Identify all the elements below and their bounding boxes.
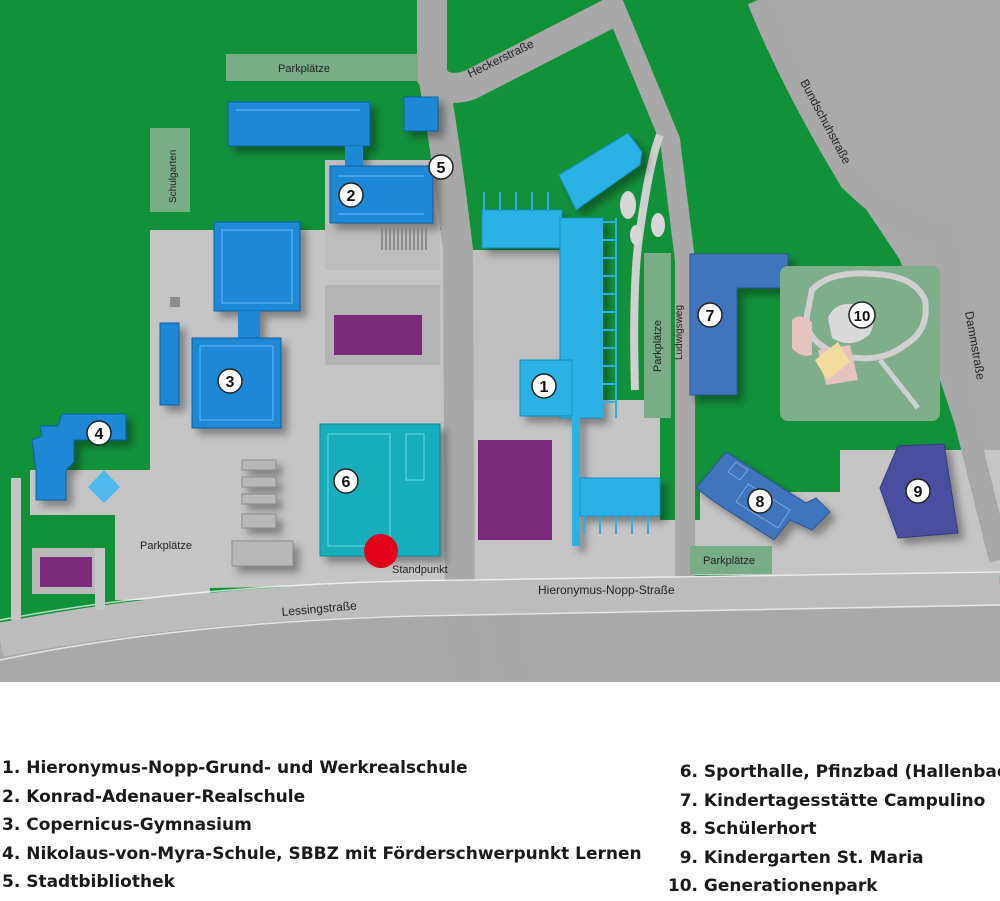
- legend-item: 5. Stadtbibliothek: [2, 872, 175, 892]
- generationenpark: [780, 266, 940, 421]
- parking-right: [690, 546, 772, 574]
- tree: [620, 191, 636, 219]
- marker-6: 6: [342, 474, 351, 491]
- building-3-connector: [238, 311, 260, 341]
- building-2-upper: [227, 101, 371, 147]
- parking-vertical: [644, 253, 671, 418]
- shed: [241, 493, 277, 505]
- marker-2: 2: [347, 188, 356, 205]
- hieronymus-nopp-strasse-road: [0, 571, 1000, 657]
- marker-8: 8: [756, 494, 765, 511]
- marker-4: 4: [95, 426, 104, 443]
- label-hieronymus-nopp-strasse: Hieronymus-Nopp-Straße: [538, 583, 675, 597]
- small-grey-square: [170, 297, 180, 307]
- shed: [241, 476, 277, 488]
- grey-area-top-right: [760, 0, 1000, 560]
- building-5-stadtbibliothek: [403, 96, 439, 132]
- marker-3: 3: [226, 374, 235, 391]
- marker-9: 9: [914, 484, 923, 501]
- tree: [651, 213, 665, 237]
- legend-item: 9. Kindergarten St. Maria: [679, 847, 924, 868]
- shed: [241, 459, 277, 471]
- stairs: [381, 228, 427, 250]
- building-1-wing-angled: [558, 132, 643, 211]
- legend-item: 6. Sporthalle, Pfinzbad (Hallenbad): [679, 762, 1000, 782]
- label-ludwigsweg: Ludwigsweg: [674, 305, 685, 360]
- shed: [231, 540, 294, 567]
- road-edge-line-lower: [0, 604, 1000, 661]
- building-7-kita: [689, 253, 789, 396]
- bundschuhstrasse-road: [747, 0, 1000, 563]
- purple-field-large: [478, 440, 552, 540]
- label-parking-top: Parkplätze: [278, 63, 330, 75]
- building-1-lower-wing: [572, 416, 580, 546]
- parking-top: [226, 54, 418, 81]
- label-parking-left: Parkplätze: [140, 540, 192, 552]
- schulgarten-area: [150, 128, 190, 212]
- legend-right: 6. Sporthalle, Pfinzbad (Hallenbad) 7. K…: [664, 758, 1000, 901]
- legend-item: 7. Kindertagesstätte Campulino: [679, 790, 986, 811]
- label-parking-right: Parkplätze: [703, 555, 755, 567]
- marker-1: 1: [540, 379, 549, 396]
- legend-item: 8. Schülerhort: [679, 819, 817, 839]
- legend-item: 4. Nikolaus-von-Myra-Schule, SBBZ mit Fö…: [2, 843, 642, 864]
- tree: [630, 225, 642, 245]
- marker-7: 7: [706, 308, 715, 325]
- legend-item: 2. Konrad-Adenauer-Realschule: [2, 786, 306, 807]
- standpunkt-marker: [364, 534, 398, 568]
- shed: [241, 513, 277, 529]
- label-standpunkt: Standpunkt: [392, 564, 448, 576]
- ludwigsweg-road: [602, 0, 695, 600]
- label-parking-vertical: Parkplätze: [652, 320, 664, 372]
- legend-item: 10. Generationenpark: [667, 876, 878, 896]
- building-2-connector: [345, 146, 363, 170]
- label-lessingstrasse: Lessingstraße: [281, 598, 358, 619]
- building-3-upper: [213, 221, 301, 312]
- canopy-lines: [483, 192, 649, 534]
- campus-map: 1 2 3 4 5 6 7 8 9 10 Heckerstraße Bundsc…: [0, 0, 1000, 682]
- road-edge-line: [0, 571, 1000, 621]
- building-1-east-annex: [579, 477, 661, 517]
- purple-field-left: [40, 557, 92, 587]
- building-4-diamond-annex: [88, 470, 120, 503]
- building-1-bar-upper: [481, 209, 563, 249]
- label-schulgarten: Schulgarten: [168, 150, 179, 203]
- legend-item: 3. Copernicus-Gymnasium: [2, 815, 252, 835]
- building-3-side-wing: [159, 322, 180, 406]
- legend-item: 1. Hieronymus-Nopp-Grund- und Werkrealsc…: [2, 758, 468, 778]
- marker-5: 5: [437, 160, 446, 177]
- marker-10: 10: [854, 308, 871, 325]
- purple-field-center: [334, 315, 422, 355]
- legend-left: 1. Hieronymus-Nopp-Grund- und Werkrealsc…: [2, 754, 642, 897]
